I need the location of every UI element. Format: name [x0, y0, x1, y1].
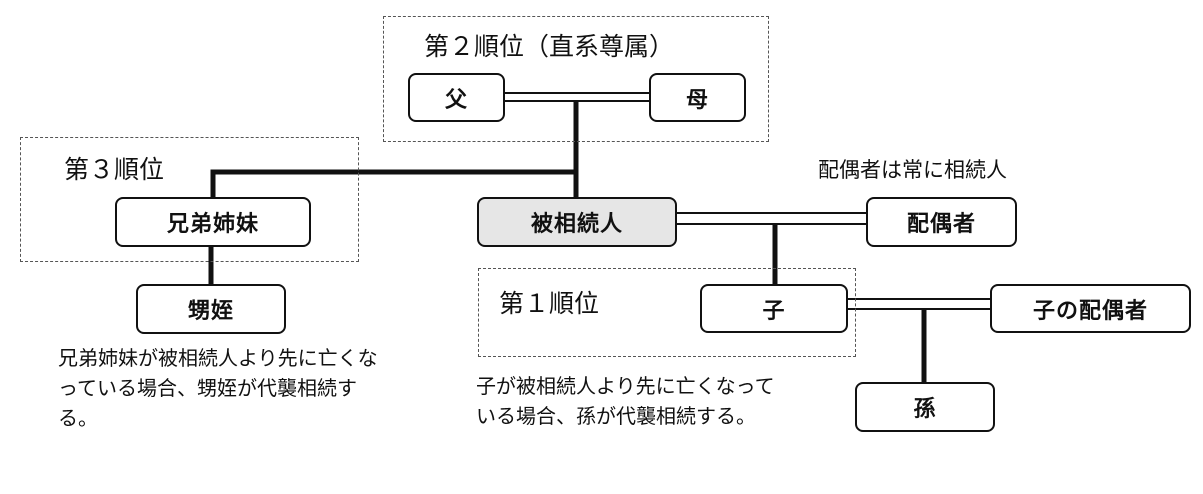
node-nephews: 甥姪 [136, 284, 286, 334]
note-spouse: 配偶者は常に相続人 [818, 158, 1007, 182]
line-siblings [210, 169, 576, 198]
node-siblings: 兄弟姉妹 [115, 197, 311, 247]
group-label-first: 第１順位 [499, 289, 600, 318]
group-box-third [20, 137, 359, 262]
group-box-second [383, 16, 769, 142]
note-siblings: 兄弟姉妹が被相続人より先に亡くなっている場合、甥姪が代襲相続する。 [58, 346, 378, 430]
node-child-spouse: 子の配偶者 [990, 284, 1191, 333]
note-child: 子が被相続人より先に亡くなっている場合、孫が代襲相続する。 [476, 374, 775, 428]
node-child: 子 [700, 284, 848, 333]
group-box-first [478, 268, 856, 357]
group-label-third: 第３順位 [64, 155, 165, 184]
node-decedent: 被相続人 [477, 197, 677, 247]
group-label-second: 第２順位（直系尊属） [424, 32, 675, 61]
node-mother: 母 [649, 73, 746, 122]
node-grandchild: 孫 [855, 382, 995, 432]
node-father: 父 [408, 73, 505, 122]
node-spouse: 配偶者 [866, 197, 1017, 247]
